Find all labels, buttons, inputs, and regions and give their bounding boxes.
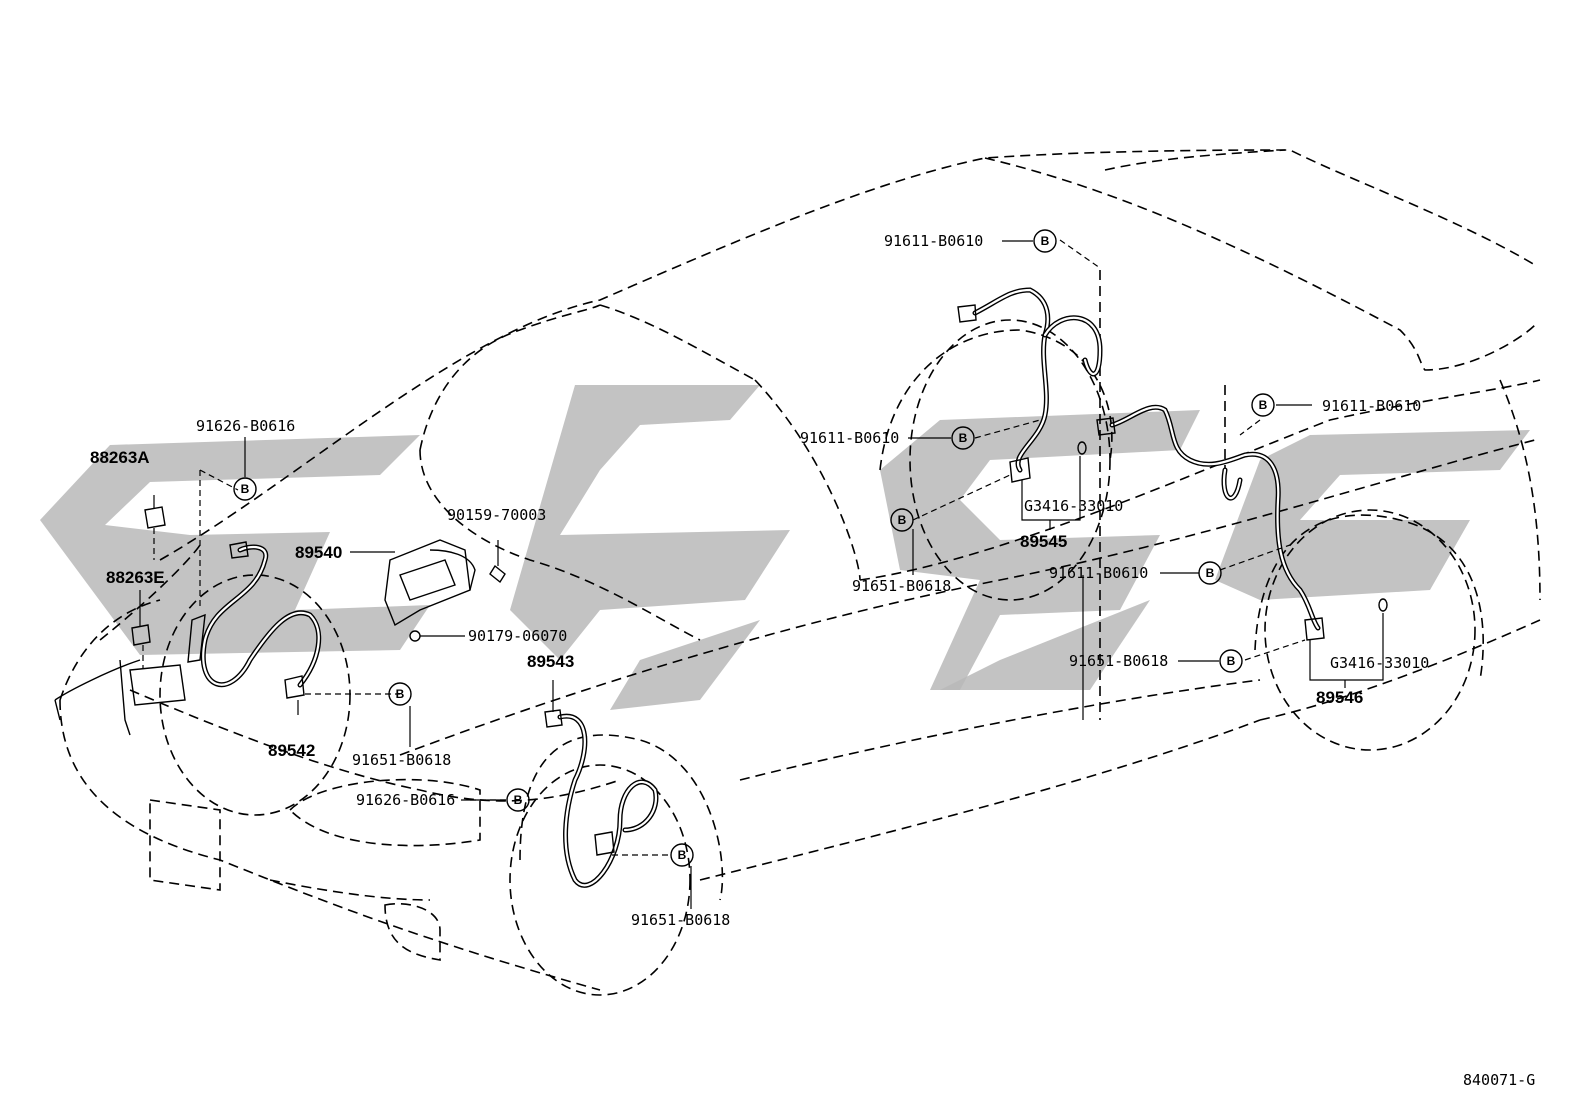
- svg-text:B: B: [1206, 566, 1215, 580]
- badge-b-91626-mid: B: [506, 788, 530, 812]
- sensor-harness-rear-right: [1096, 404, 1388, 688]
- badge-b-91611-top: B: [1033, 229, 1057, 253]
- label-88263a: 88263A: [90, 448, 150, 467]
- svg-text:B: B: [1227, 654, 1236, 668]
- car-body-outline: [59, 149, 1541, 996]
- label-g3416-33010-a: G3416-33010: [1024, 497, 1123, 515]
- svg-text:B: B: [678, 848, 687, 862]
- label-91611-b0610-left: 91611-B0610: [800, 429, 899, 447]
- badge-b-91651-left: B: [388, 682, 412, 706]
- badge-b-91611-right: B: [1251, 393, 1275, 417]
- svg-text:B: B: [898, 513, 907, 527]
- badge-b-91611-left: B: [951, 426, 975, 450]
- label-91611-b0610-right: 91611-B0610: [1322, 397, 1421, 415]
- sensor-harness-front-right: [470, 680, 670, 888]
- abs-actuator-89540: [350, 539, 506, 642]
- label-91651-b0618-mid: 91651-B0618: [852, 577, 951, 595]
- label-90159-70003: 90159-70003: [447, 506, 546, 524]
- svg-text:B: B: [1259, 398, 1268, 412]
- label-91626-b0616-mid: 91626-B0616: [356, 791, 455, 809]
- label-89542: 89542: [268, 741, 315, 760]
- part-labels: 88263A 88263E 91626-B0616 89540 90159-70…: [90, 232, 1535, 1089]
- relay-88263e: [131, 590, 151, 668]
- svg-text:B: B: [396, 687, 405, 701]
- label-89546: 89546: [1316, 688, 1363, 707]
- label-91611-b0610-mid: 91611-B0610: [1049, 564, 1148, 582]
- label-91611-b0610-top: 91611-B0610: [884, 232, 983, 250]
- label-91651-b0618-right: 91651-B0618: [1069, 652, 1168, 670]
- svg-text:B: B: [241, 482, 250, 496]
- label-91651-b0618-left: 91651-B0618: [352, 751, 451, 769]
- leader-lines: [244, 240, 1312, 909]
- label-91626-b0616-top: 91626-B0616: [196, 417, 295, 435]
- svg-text:B: B: [959, 431, 968, 445]
- label-89545: 89545: [1020, 532, 1067, 551]
- label-89540: 89540: [295, 543, 342, 562]
- car-front-details: [54, 659, 186, 736]
- relay-88263a: [144, 495, 166, 560]
- sensor-harness-rear-left: [912, 239, 1103, 530]
- label-88263e: 88263E: [106, 568, 165, 587]
- label-90179-06070: 90179-06070: [468, 627, 567, 645]
- watermark: [40, 385, 1530, 710]
- figure-code: 840071-G: [1463, 1071, 1535, 1089]
- svg-text:B: B: [514, 793, 523, 807]
- label-91651-b0618-bottom: 91651-B0618: [631, 911, 730, 929]
- badge-b-91651-mid: B: [890, 508, 914, 532]
- label-g3416-33010-b: G3416-33010: [1330, 654, 1429, 672]
- badge-b-91611-mid: B: [1198, 561, 1222, 585]
- label-89543: 89543: [527, 652, 574, 671]
- badge-b-91651-right: B: [1219, 649, 1243, 673]
- badge-b-91626-top: B: [233, 477, 257, 501]
- badge-b-91651-bottom: B: [670, 843, 694, 867]
- svg-text:B: B: [1041, 234, 1050, 248]
- sensor-harness-front-left: [187, 469, 400, 715]
